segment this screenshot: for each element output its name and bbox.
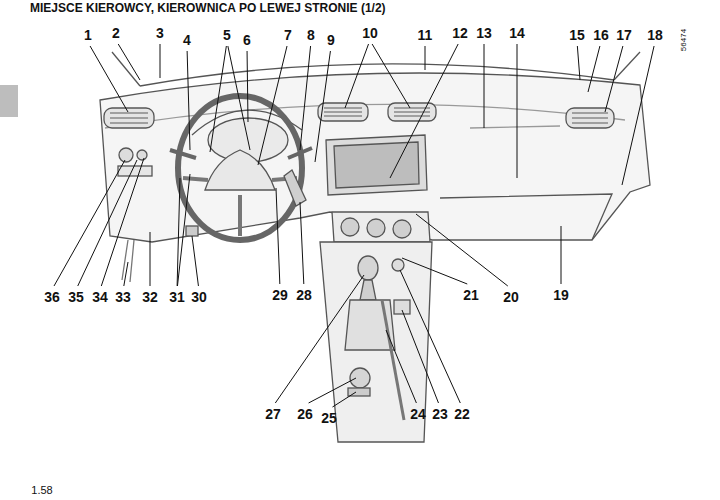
leader-line [210, 46, 226, 152]
callout-number: 13 [476, 25, 492, 41]
callout-number: 23 [432, 406, 448, 422]
leader-line [247, 51, 249, 122]
callout-number: 7 [284, 27, 292, 43]
callout-number: 31 [169, 289, 185, 305]
leader-lines [54, 44, 654, 407]
leader-line [372, 44, 410, 108]
callout-number: 14 [509, 25, 525, 41]
figure-code: 56474 [676, 29, 692, 51]
leader-line [517, 44, 518, 178]
callout-number: 35 [68, 289, 84, 305]
callout-number: 27 [265, 406, 281, 422]
leader-line [309, 378, 356, 403]
leader-line [150, 232, 151, 286]
callout-number: 6 [243, 32, 251, 48]
leader-line [425, 46, 426, 70]
callout-number: 9 [327, 32, 335, 48]
callout-number: 19 [553, 287, 569, 303]
leader-line [187, 51, 190, 150]
callout-number: 17 [616, 27, 632, 43]
callout-number: 29 [272, 287, 288, 303]
callout-number: 16 [593, 27, 609, 43]
leader-line [228, 46, 250, 150]
leader-line [177, 174, 190, 286]
leader-line [315, 51, 330, 162]
callout-number: 24 [410, 406, 426, 422]
dashboard-drawing [100, 52, 650, 442]
callout-number: 11 [418, 27, 433, 43]
leader-line [192, 236, 198, 286]
callout-number: 3 [156, 25, 164, 41]
callout-number: 12 [452, 25, 468, 41]
leader-line [605, 46, 623, 112]
leader-line [275, 275, 364, 403]
callout-number: 28 [296, 287, 312, 303]
leader-line [390, 44, 458, 178]
side-tab [0, 85, 18, 117]
leader-line [332, 392, 356, 407]
callout-number: 25 [321, 410, 337, 426]
leader-line [118, 44, 140, 80]
callout-number: 36 [44, 289, 60, 305]
leader-line [622, 46, 654, 185]
callout-number: 33 [115, 289, 131, 305]
callout-number: 34 [92, 289, 108, 305]
leader-line [345, 44, 369, 108]
callout-number: 20 [503, 289, 519, 305]
leader-line [124, 262, 128, 286]
leader-line [588, 46, 600, 92]
callout-number: 5 [223, 27, 231, 43]
callout-number: 32 [142, 289, 158, 305]
callout-number: 1 [84, 27, 92, 43]
callout-number: 18 [647, 27, 663, 43]
leader-line [78, 160, 137, 286]
callout-number: 15 [569, 27, 585, 43]
callout-number: 26 [297, 406, 313, 422]
leader-line [90, 46, 128, 112]
leader-line [400, 270, 460, 403]
leader-line [386, 330, 416, 403]
callout-number: 10 [362, 25, 378, 41]
leader-line [160, 44, 161, 78]
leader-line [300, 46, 311, 150]
leader-line [577, 46, 580, 80]
callout-number: 8 [307, 27, 315, 43]
callout-number: 4 [183, 32, 191, 48]
callout-number: 2 [112, 25, 120, 41]
leader-line [416, 214, 508, 286]
leader-line [402, 258, 467, 284]
page-number: 1.58 [31, 482, 52, 498]
leader-line [258, 46, 287, 165]
callout-number: 21 [463, 287, 479, 303]
leader-line [484, 44, 485, 128]
leader-line [561, 226, 562, 284]
leader-line [54, 160, 125, 286]
callout-number: 30 [191, 289, 207, 305]
leader-line [402, 310, 438, 403]
leader-line [276, 188, 280, 284]
page-title: MIEJSCE KIEROWCY, KIEROWNICA PO LEWEJ ST… [30, 1, 386, 15]
leader-line [300, 202, 304, 284]
callout-number: 22 [454, 406, 470, 422]
